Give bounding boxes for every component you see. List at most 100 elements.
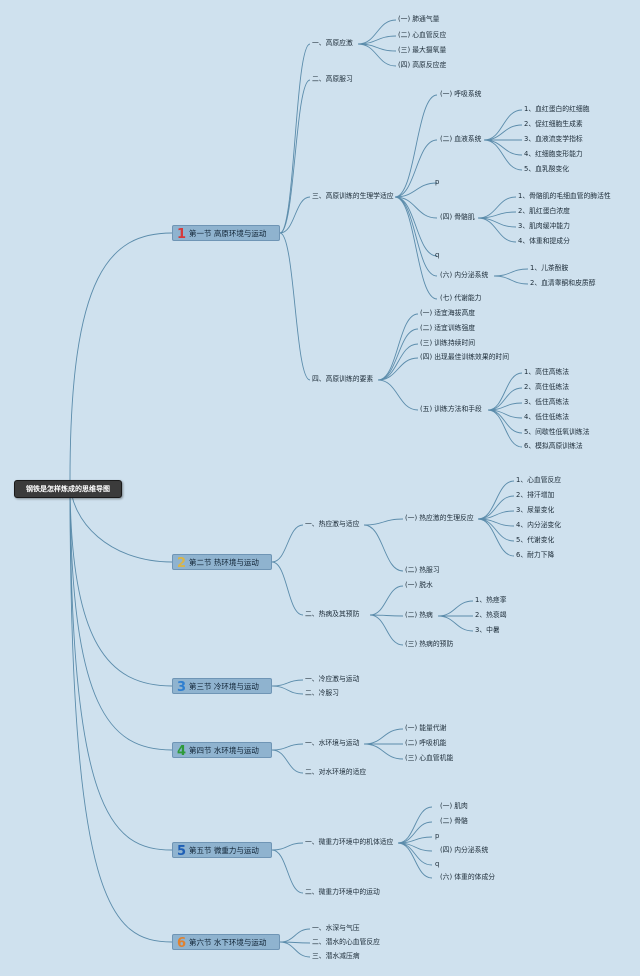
detail-node[interactable]: 1、热痉挛 bbox=[475, 596, 507, 604]
detail-node[interactable]: 5、间歇性低氧训练法 bbox=[524, 428, 590, 436]
detail-node[interactable]: 3、肌肉缓冲能力 bbox=[518, 222, 570, 230]
topic-node[interactable]: 一、高原应激 bbox=[312, 39, 353, 47]
subtopic-node[interactable]: q bbox=[435, 860, 440, 868]
subtopic-node[interactable]: (三) 最大摄氧量 bbox=[398, 46, 447, 54]
section-number-badge: 5 bbox=[177, 844, 187, 859]
detail-node[interactable]: 3、血液流变学指标 bbox=[524, 135, 583, 143]
connector-line bbox=[477, 217, 517, 243]
topic-node[interactable]: 一、水深与气压 bbox=[312, 924, 360, 932]
subtopic-node[interactable]: (一) 肺通气量 bbox=[398, 15, 440, 23]
connector-line bbox=[69, 479, 173, 687]
detail-node[interactable]: 2、肌红蛋白浓度 bbox=[518, 207, 570, 215]
subtopic-node[interactable]: (四) 高原反应症 bbox=[398, 61, 447, 69]
subtopic-node[interactable]: (二) 热服习 bbox=[405, 566, 440, 574]
detail-node[interactable]: 3、中暑 bbox=[475, 626, 500, 634]
detail-node[interactable]: 1、儿茶酚胺 bbox=[530, 264, 569, 272]
subtopic-node[interactable]: (一) 呼吸系统 bbox=[440, 90, 482, 98]
subtopic-node[interactable]: (一) 能量代谢 bbox=[405, 724, 447, 732]
detail-node[interactable]: 6、模拟高原训练法 bbox=[524, 442, 583, 450]
topic-node[interactable]: 二、冷服习 bbox=[305, 689, 339, 697]
detail-node[interactable]: 4、体重和提成分 bbox=[518, 237, 570, 245]
connector-line bbox=[69, 479, 173, 751]
subtopic-node[interactable]: (五) 训练方法和手段 bbox=[420, 405, 482, 413]
detail-node[interactable]: 2、热衰竭 bbox=[475, 611, 507, 619]
section-number-badge: 3 bbox=[177, 680, 187, 695]
connector-line bbox=[279, 43, 311, 234]
connector-line bbox=[397, 821, 433, 844]
connector-line bbox=[369, 614, 404, 646]
detail-node[interactable]: 2、血清睾酮和皮质醇 bbox=[530, 279, 596, 287]
subtopic-node[interactable]: p bbox=[435, 832, 440, 840]
connector-line bbox=[271, 842, 304, 851]
subtopic-node[interactable]: (二) 心血管反应 bbox=[398, 31, 447, 39]
subtopic-node[interactable]: (二) 适宜训练强度 bbox=[420, 324, 476, 332]
subtopic-node[interactable]: (一) 脱水 bbox=[405, 581, 433, 589]
connector-line bbox=[394, 196, 438, 219]
topic-node[interactable]: 一、冷应激与运动 bbox=[305, 675, 360, 683]
detail-node[interactable]: 1、血红蛋白的红细胞 bbox=[524, 105, 590, 113]
detail-node[interactable]: 1、骨骼肌的毛细血管的酶活性 bbox=[518, 192, 611, 200]
connector-line bbox=[394, 196, 438, 300]
connector-line bbox=[377, 357, 419, 381]
connector-line bbox=[69, 232, 173, 481]
subtopic-node[interactable]: (三) 训练持续时间 bbox=[420, 339, 476, 347]
connector-line bbox=[394, 94, 438, 198]
subtopic-node[interactable]: (一) 热应激的生理反应 bbox=[405, 514, 474, 522]
subtopic-node[interactable]: (六) 体重的体成分 bbox=[440, 873, 496, 881]
root-node[interactable]: 钢铁是怎样炼成的思维导图 bbox=[14, 480, 122, 498]
detail-node[interactable]: 3、尿量变化 bbox=[516, 506, 555, 514]
detail-node[interactable]: 4、内分泌变化 bbox=[516, 521, 562, 529]
detail-node[interactable]: 1、心血管反应 bbox=[516, 476, 562, 484]
subtopic-node[interactable]: (三) 热病的预防 bbox=[405, 640, 454, 648]
detail-node[interactable]: 4、低住低练法 bbox=[524, 413, 570, 421]
subtopic-node[interactable]: (二) 热病 bbox=[405, 611, 433, 619]
topic-node[interactable]: 二、对水环境的适应 bbox=[305, 768, 367, 776]
detail-node[interactable]: 2、高住低练法 bbox=[524, 383, 570, 391]
detail-node[interactable]: 2、促红细胞生成素 bbox=[524, 120, 583, 128]
connector-line bbox=[69, 479, 173, 943]
subtopic-node[interactable]: (四) 出现最佳训练效果的时间 bbox=[420, 353, 510, 361]
detail-node[interactable]: 5、代谢变化 bbox=[516, 536, 555, 544]
subtopic-node[interactable]: (六) 内分泌系统 bbox=[440, 271, 489, 279]
connector-line bbox=[363, 743, 404, 760]
subtopic-node[interactable]: (一) 肌肉 bbox=[440, 802, 468, 810]
connector-line bbox=[377, 328, 419, 381]
topic-node[interactable]: 二、高原服习 bbox=[312, 75, 353, 83]
connector-line bbox=[271, 685, 304, 695]
subtopic-node[interactable]: p bbox=[435, 178, 440, 186]
topic-node[interactable]: 二、潜水的心血管反应 bbox=[312, 938, 380, 946]
connector-line bbox=[477, 480, 515, 520]
topic-node[interactable]: 四、高原训练的要素 bbox=[312, 375, 374, 383]
subtopic-node[interactable]: (七) 代谢能力 bbox=[440, 294, 482, 302]
connector-line bbox=[437, 615, 474, 632]
detail-node[interactable]: 5、血乳酸变化 bbox=[524, 165, 570, 173]
detail-node[interactable]: 2、排汗增加 bbox=[516, 491, 555, 499]
topic-node[interactable]: 一、微重力环境中的机体适应 bbox=[305, 838, 394, 846]
detail-node[interactable]: 3、低住高练法 bbox=[524, 398, 570, 406]
detail-node[interactable]: 1、高住高练法 bbox=[524, 368, 570, 376]
topic-node[interactable]: 一、水环境与运动 bbox=[305, 739, 360, 747]
subtopic-node[interactable]: q bbox=[435, 251, 440, 259]
subtopic-node[interactable]: (二) 骨骼 bbox=[440, 817, 468, 825]
detail-node[interactable]: 6、耐力下降 bbox=[516, 551, 555, 559]
detail-node[interactable]: 4、红细胞变形能力 bbox=[524, 150, 583, 158]
topic-node[interactable]: 二、微重力环境中的运动 bbox=[305, 888, 380, 896]
topic-node[interactable]: 三、潜水减压病 bbox=[312, 952, 360, 960]
topic-node[interactable]: 二、热病及其预防 bbox=[305, 610, 360, 618]
subtopic-node[interactable]: (四) 内分泌系统 bbox=[440, 846, 489, 854]
connector-line bbox=[271, 849, 304, 894]
subtopic-node[interactable]: (一) 适宜海拔高度 bbox=[420, 309, 476, 317]
subtopic-node[interactable]: (四) 骨骼肌 bbox=[440, 213, 475, 221]
subtopic-node[interactable]: (二) 呼吸机能 bbox=[405, 739, 447, 747]
connector-line bbox=[363, 524, 404, 572]
subtopic-node[interactable]: (二) 血液系统 bbox=[440, 135, 482, 143]
topic-node[interactable]: 一、热应激与适应 bbox=[305, 520, 360, 528]
subtopic-node[interactable]: (三) 心血管机能 bbox=[405, 754, 454, 762]
topic-node[interactable]: 三、高原训练的生理学适应 bbox=[312, 192, 394, 200]
